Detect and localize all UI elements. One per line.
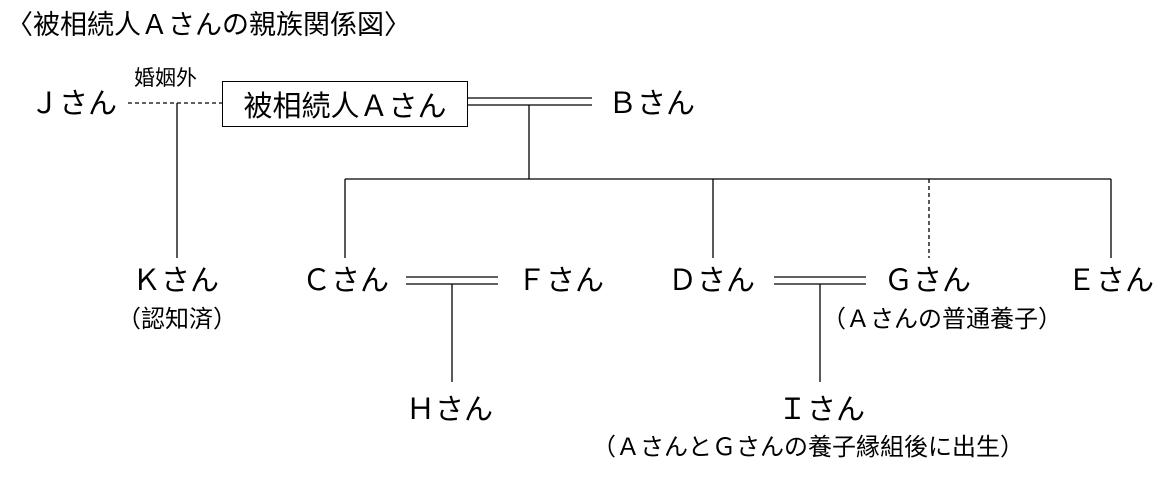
person-I: Ｉさん	[778, 392, 866, 426]
person-E: Ｅさん	[1067, 263, 1155, 297]
person-C: Ｃさん	[302, 263, 390, 297]
person-F: Ｆさん	[517, 263, 605, 297]
person-D: Ｄさん	[668, 263, 756, 297]
person-H: Ｈさん	[406, 392, 494, 426]
G-note: （Ａさんの普通養子）	[822, 305, 1062, 333]
I-note: （ＡさんとＧさんの養子縁組後に出生）	[592, 433, 1024, 461]
person-K: Ｋさん	[132, 263, 220, 297]
person-B: Ｂさん	[608, 86, 696, 120]
out-of-wedlock-label: 婚姻外	[134, 66, 197, 90]
person-J: Ｊさん	[30, 86, 118, 120]
person-G: Ｇさん	[884, 263, 972, 297]
person-decedent-A: 被相続人Ａさん	[222, 81, 468, 127]
K-note: （認知済）	[117, 305, 237, 333]
diagram-title: 〈被相続人Ａさんの親族関係図〉	[6, 10, 411, 41]
